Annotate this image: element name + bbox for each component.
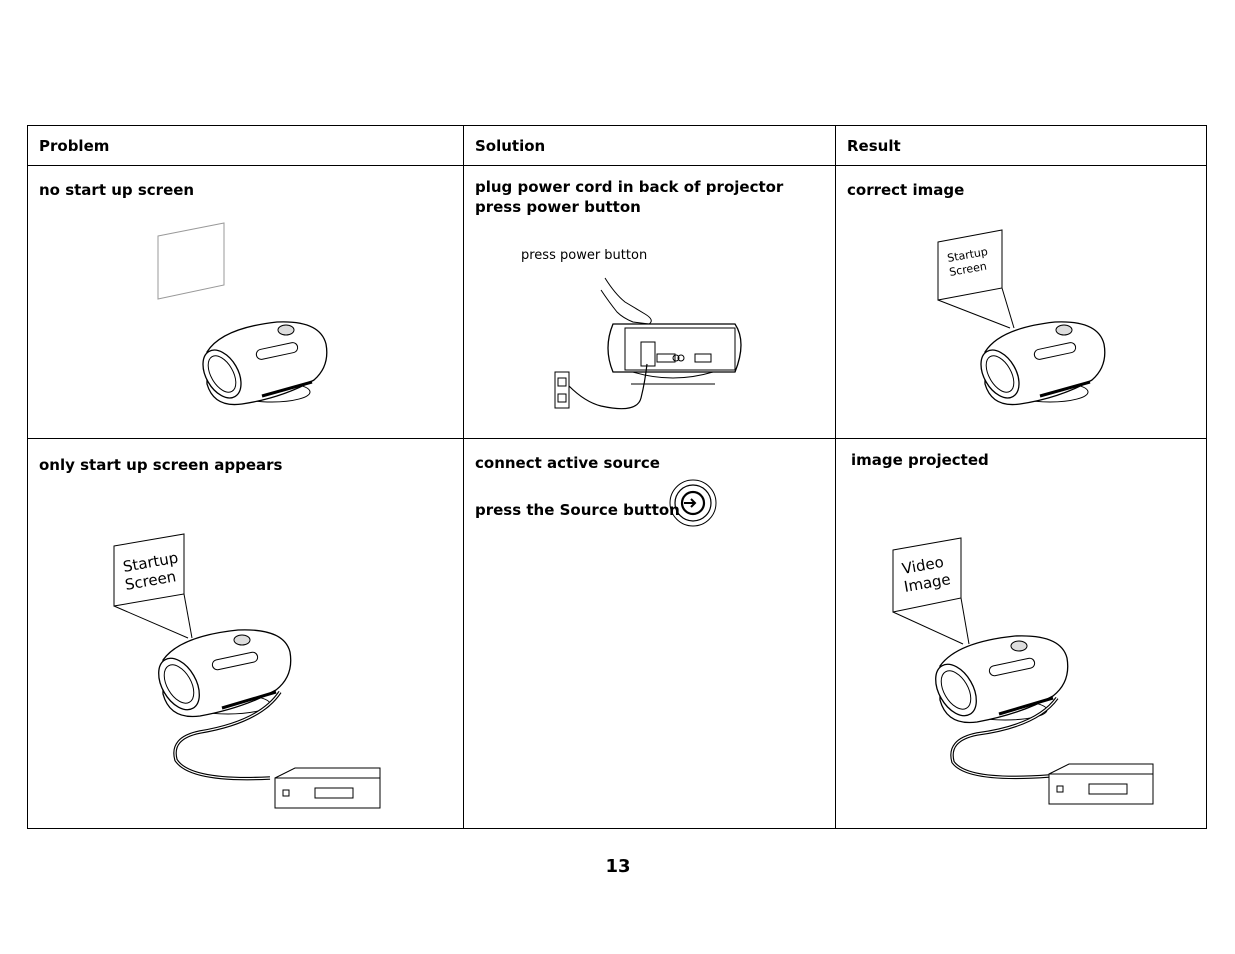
header-result: Result bbox=[847, 137, 901, 155]
power-connection-illustration bbox=[554, 277, 742, 410]
column-divider bbox=[463, 126, 464, 828]
header-divider bbox=[28, 165, 1206, 166]
hand-icon bbox=[600, 277, 652, 325]
row-divider bbox=[28, 438, 1206, 439]
row2-solution-line2: press the Source button bbox=[475, 501, 680, 519]
column-divider bbox=[835, 126, 836, 828]
row2-problem: only start up screen appears bbox=[39, 456, 283, 474]
source-button-icon bbox=[669, 479, 717, 527]
blank-screen-projector-illustration bbox=[157, 222, 328, 406]
header-problem: Problem bbox=[39, 137, 110, 155]
troubleshooting-table bbox=[27, 125, 1207, 829]
power-outlet-icon bbox=[554, 371, 570, 409]
row1-problem: no start up screen bbox=[39, 181, 195, 199]
row1-result: correct image bbox=[847, 181, 965, 199]
row1-solution-line1: plug power cord in back of projector bbox=[475, 178, 784, 196]
startup-screen-source-illustration: Startup Screen bbox=[113, 533, 381, 809]
video-image-source-illustration: Video Image bbox=[892, 537, 1154, 805]
row1-solution-caption: press power button bbox=[521, 248, 648, 263]
video-player-icon bbox=[274, 767, 381, 809]
video-player-icon bbox=[1048, 763, 1154, 805]
startup-screen-text-2: Screen bbox=[948, 260, 988, 279]
row1-solution-line2: press power button bbox=[475, 198, 641, 216]
startup-screen-projector-illustration: Startup Screen bbox=[937, 229, 1106, 406]
row2-solution-line1: connect active source bbox=[475, 454, 660, 472]
projector-icon bbox=[935, 635, 1069, 724]
row2-result: image projected bbox=[851, 451, 989, 469]
projector-icon bbox=[158, 629, 292, 718]
page-number: 13 bbox=[605, 856, 631, 877]
projector-icon bbox=[980, 321, 1106, 406]
projector-icon bbox=[202, 321, 328, 406]
projector-back bbox=[607, 323, 742, 385]
header-solution: Solution bbox=[475, 137, 546, 155]
